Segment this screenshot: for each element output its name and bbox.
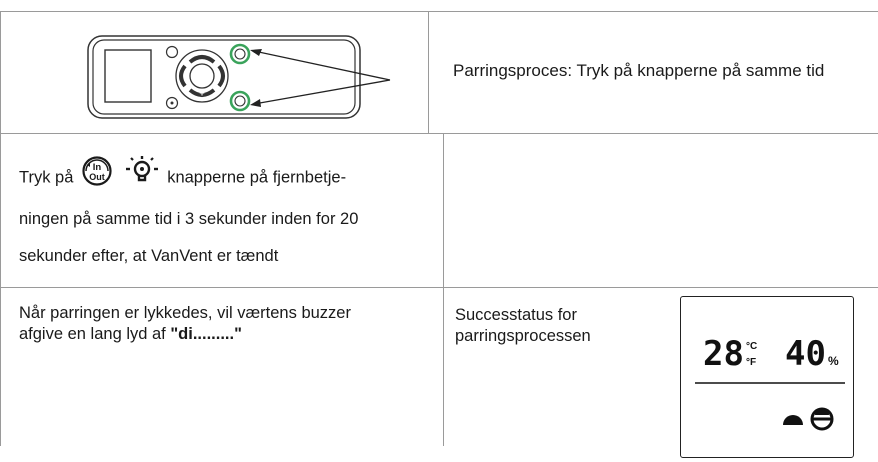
instruction-line-2: ningen på samme tid i 3 sekunder inden f…: [19, 210, 359, 228]
table-border-top: [0, 11, 878, 12]
svg-text:In: In: [93, 162, 102, 173]
light-bulb-icon: [125, 155, 159, 201]
temperature-value: 28: [703, 334, 744, 374]
table-border-left: [0, 11, 1, 446]
svg-text:Out: Out: [89, 172, 105, 182]
success-status-label: Successtatus for parringsprocessen: [455, 305, 655, 347]
manual-page: + Parringsproces: Tryk på knapperne på s…: [0, 11, 878, 458]
lcd-display-graphic: 28 °C °F 40 %: [695, 334, 845, 431]
table-divider-vertical-rows23: [443, 133, 444, 446]
buzzer-description: Når parringen er lykkedes, vil værtens b…: [19, 303, 439, 345]
instruction-line-3: sekunder efter, at VanVent er tændt: [19, 247, 279, 265]
table-divider-1: [0, 133, 878, 134]
svg-text:+: +: [199, 88, 204, 98]
buzzer-line-2-prefix: afgive en lang lyd af: [19, 325, 171, 343]
table-divider-2: [0, 287, 878, 288]
instruction-text-start: Tryk på: [19, 168, 74, 187]
buzzer-line-1: Når parringen er lykkedes, vil værtens b…: [19, 304, 351, 322]
humidity-unit: %: [828, 354, 839, 368]
pairing-instruction: Tryk på In Out knapperne på fjern: [19, 155, 439, 275]
buzzer-sound: "di.........": [170, 325, 242, 343]
fan-circle-icon: [810, 407, 834, 431]
pairing-caption: Parringsproces: Tryk på knapperne på sam…: [453, 61, 825, 80]
table-divider-vertical-row1: [428, 11, 429, 133]
success-line-1: Successtatus for: [455, 306, 577, 324]
success-line-2: parringsprocessen: [455, 327, 591, 345]
humidity-value: 40: [785, 334, 826, 374]
remote-control-illustration: +: [87, 35, 391, 119]
half-circle-icon: [783, 415, 803, 425]
temp-unit-celsius: °C: [746, 341, 757, 352]
temp-unit-fahrenheit: °F: [746, 357, 756, 368]
lcd-display: 28 °C °F 40 %: [680, 296, 854, 458]
in-out-mode-icon: In Out: [82, 156, 112, 200]
instruction-text-end: knapperne på fjernbetje-: [167, 168, 347, 187]
